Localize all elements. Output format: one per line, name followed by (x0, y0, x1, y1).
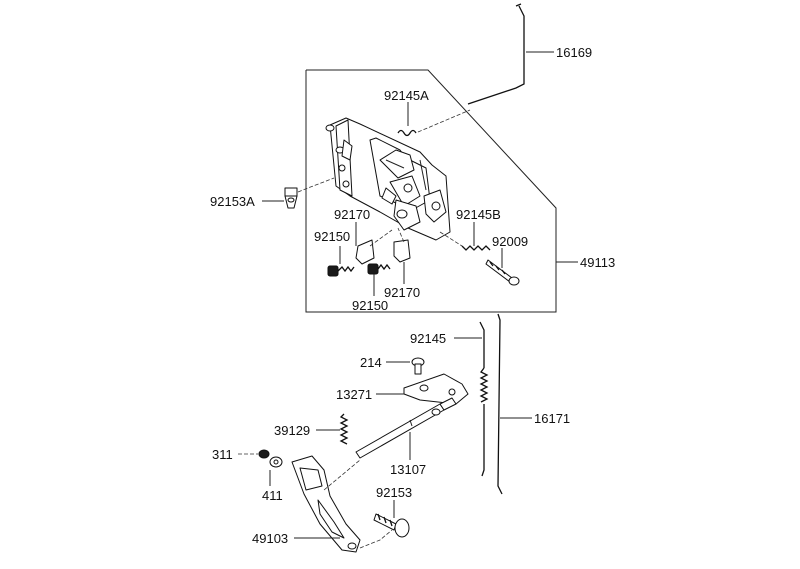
part-13107-shaft (355, 397, 457, 459)
part-92150-screw-a (327, 265, 355, 277)
callout-92145: 92145 (410, 331, 446, 346)
dash-92145A (417, 109, 471, 133)
callout-411: 411 (262, 488, 283, 503)
part-92153-bolt (373, 513, 410, 538)
callout-92150-lower: 92150 (352, 298, 388, 313)
callout-16171: 16171 (534, 411, 570, 426)
part-92170-clip-a (355, 239, 375, 265)
part-311-nut (258, 449, 270, 459)
callout-311: 311 (212, 447, 233, 462)
callout-13107: 13107 (390, 462, 426, 477)
callout-92145A: 92145A (384, 88, 429, 103)
part-49103-lever (291, 455, 361, 553)
part-39129-spring (339, 413, 349, 445)
part-214-screw (411, 357, 425, 375)
callout-49103: 49103 (252, 531, 288, 546)
callout-49113: 49113 (580, 255, 615, 270)
callout-92145B: 92145B (456, 207, 501, 222)
assembly-frame-49113 (305, 69, 557, 313)
callout-92150-upper: 92150 (314, 229, 350, 244)
part-16169-rod (467, 5, 525, 105)
part-92170-clip-b (393, 239, 411, 263)
callout-92153: 92153 (376, 485, 412, 500)
dash-92153A (297, 177, 335, 193)
callout-92009: 92009 (492, 234, 528, 249)
callout-92170-lower: 92170 (384, 285, 420, 300)
part-92145B-spring (461, 245, 491, 251)
callout-13271: 13271 (336, 387, 372, 402)
callout-39129: 39129 (274, 423, 310, 438)
control-bracket (325, 117, 451, 241)
part-411-washer (269, 456, 283, 468)
part-92145A-spring (397, 129, 417, 137)
part-16171-rod (497, 313, 503, 495)
part-92009-screw (485, 259, 520, 286)
callout-16169: 16169 (556, 45, 592, 60)
part-92153A-bolt (284, 187, 298, 209)
callout-214: 214 (360, 355, 382, 370)
part-92150-screw-b (367, 263, 391, 275)
part-13271-plate (403, 373, 469, 405)
part-92145-spring (479, 321, 489, 477)
callout-92170-upper: 92170 (334, 207, 370, 222)
callout-92153A: 92153A (210, 194, 255, 209)
part-16169-end (515, 3, 522, 7)
